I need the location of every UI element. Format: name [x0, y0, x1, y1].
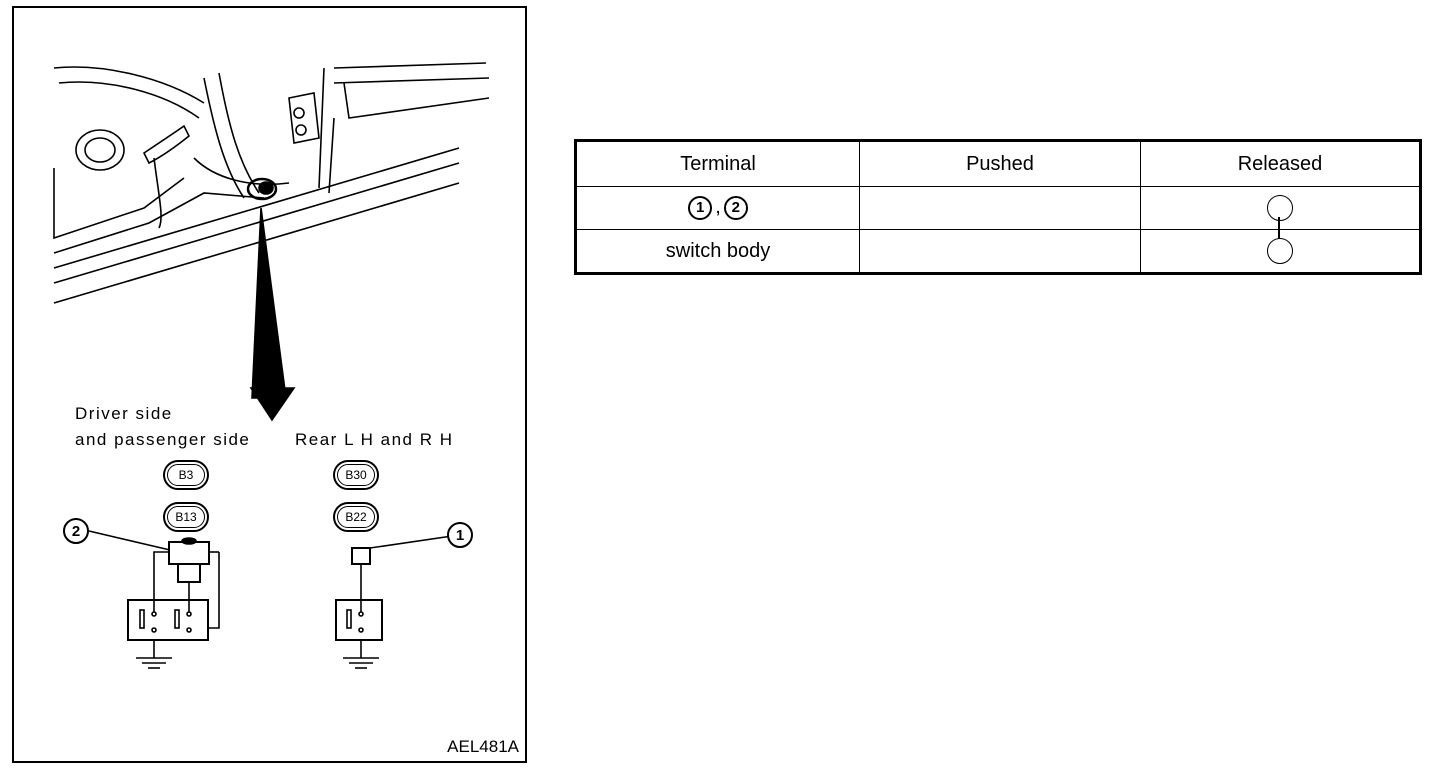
cell-pushed — [859, 229, 1141, 274]
continuity-link-line — [1278, 217, 1280, 239]
cell-released — [1140, 186, 1421, 230]
header-pushed: Pushed — [859, 140, 1141, 187]
header-released: Released — [1140, 140, 1421, 187]
cell-released — [1140, 229, 1421, 274]
cell-terminal: 1,2 — [575, 186, 860, 230]
callout-terminal-2: 2 — [63, 518, 89, 544]
figure-panel: Driver side and passenger side Rear L H … — [12, 6, 527, 763]
table-header-row: Terminal Pushed Released — [575, 140, 1421, 187]
continuity-circle-icon — [1267, 195, 1293, 221]
label-driver-side: Driver side — [75, 404, 173, 423]
terminal-separator: , — [715, 196, 721, 219]
door-switch-illustration — [53, 62, 490, 669]
connector-b30: B30 — [333, 460, 379, 490]
connector-b13: B13 — [163, 502, 209, 532]
label-rear-side: Rear L H and R H — [295, 430, 454, 449]
label-passenger-side: and passenger side — [75, 430, 251, 449]
table-row: switch body — [575, 229, 1421, 274]
figure-code: AEL481A — [447, 737, 519, 756]
continuity-circle-icon — [1267, 238, 1293, 264]
terminal-number-2: 2 — [723, 196, 748, 220]
cell-pushed — [859, 186, 1141, 230]
table-row: 1,2 — [575, 186, 1421, 230]
continuity-table: Terminal Pushed Released 1,2 switch body — [574, 139, 1422, 275]
callout-terminal-1: 1 — [447, 522, 473, 548]
header-terminal: Terminal — [575, 140, 860, 187]
terminal-number-1: 1 — [688, 196, 713, 220]
connector-b22: B22 — [333, 502, 379, 532]
cell-terminal: switch body — [575, 229, 860, 274]
connector-b3: B3 — [163, 460, 209, 490]
